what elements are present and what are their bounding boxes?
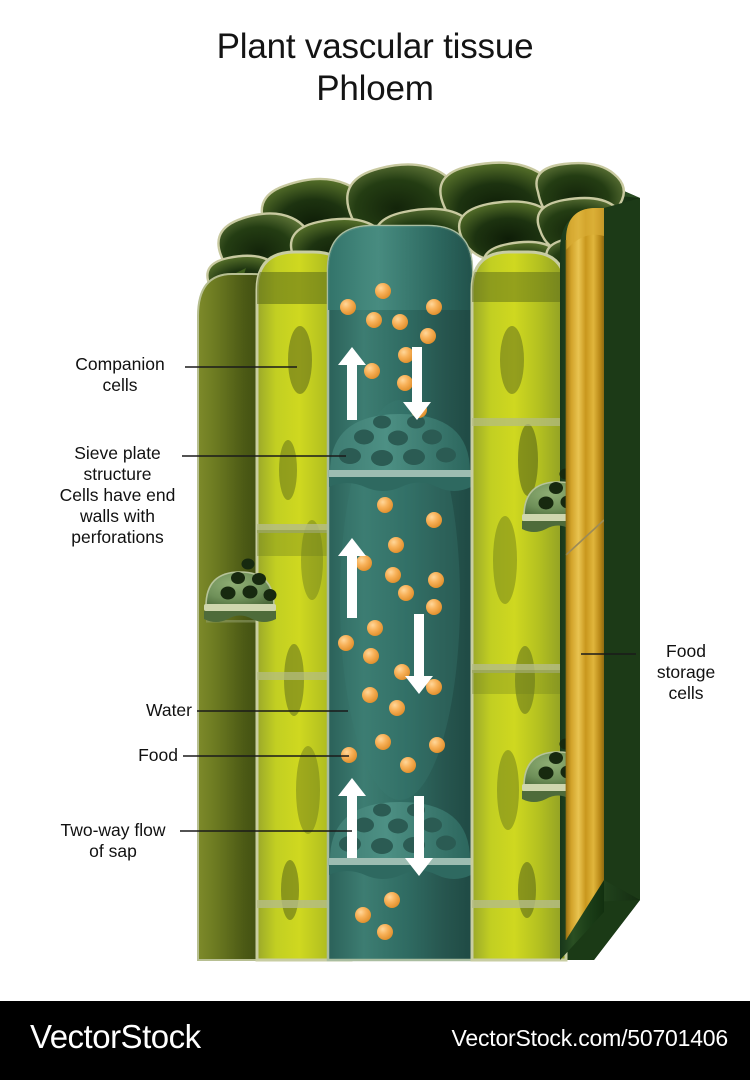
arrow-down-3 <box>405 796 433 876</box>
arrow-up-3 <box>338 778 366 858</box>
label-food-storage-cells: Food storage cells <box>656 641 716 703</box>
label-water: Water <box>145 700 192 720</box>
title-line-2: Phloem <box>316 69 434 108</box>
companion-cell-right <box>470 250 568 962</box>
page-title: Plant vascular tissue Phloem <box>0 26 750 110</box>
food-storage-cells <box>565 208 605 940</box>
vectorstock-logo: VectorStock <box>30 1018 201 1055</box>
sieve-plate-upper <box>329 414 471 491</box>
leader-lines <box>180 366 636 832</box>
title-line-1: Plant vascular tissue <box>216 27 534 66</box>
label-sieve-plate-structure: Sieve plate structure Cells have end wal… <box>59 443 176 547</box>
phloem-diagram <box>180 161 640 962</box>
label-food: Food <box>138 745 178 765</box>
arrow-up-2 <box>338 538 366 618</box>
label-companion-cells: Companion cells <box>75 354 165 395</box>
arrow-down-2 <box>405 614 433 694</box>
watermark-bar: VectorStock VectorStock.com/50701406 <box>0 1001 750 1080</box>
flow-arrows <box>338 347 433 876</box>
sieve-plate-side-left <box>204 558 277 622</box>
sieve-tube-element <box>326 224 474 962</box>
vectorstock-url: VectorStock.com/50701406 <box>451 1025 729 1051</box>
sieve-plate-lower <box>329 802 471 879</box>
label-two-way-flow: Two-way flow of sap <box>60 820 166 861</box>
arrow-up-1 <box>338 347 366 420</box>
right-edge-strip <box>604 198 640 900</box>
arrow-down-1 <box>403 347 431 420</box>
